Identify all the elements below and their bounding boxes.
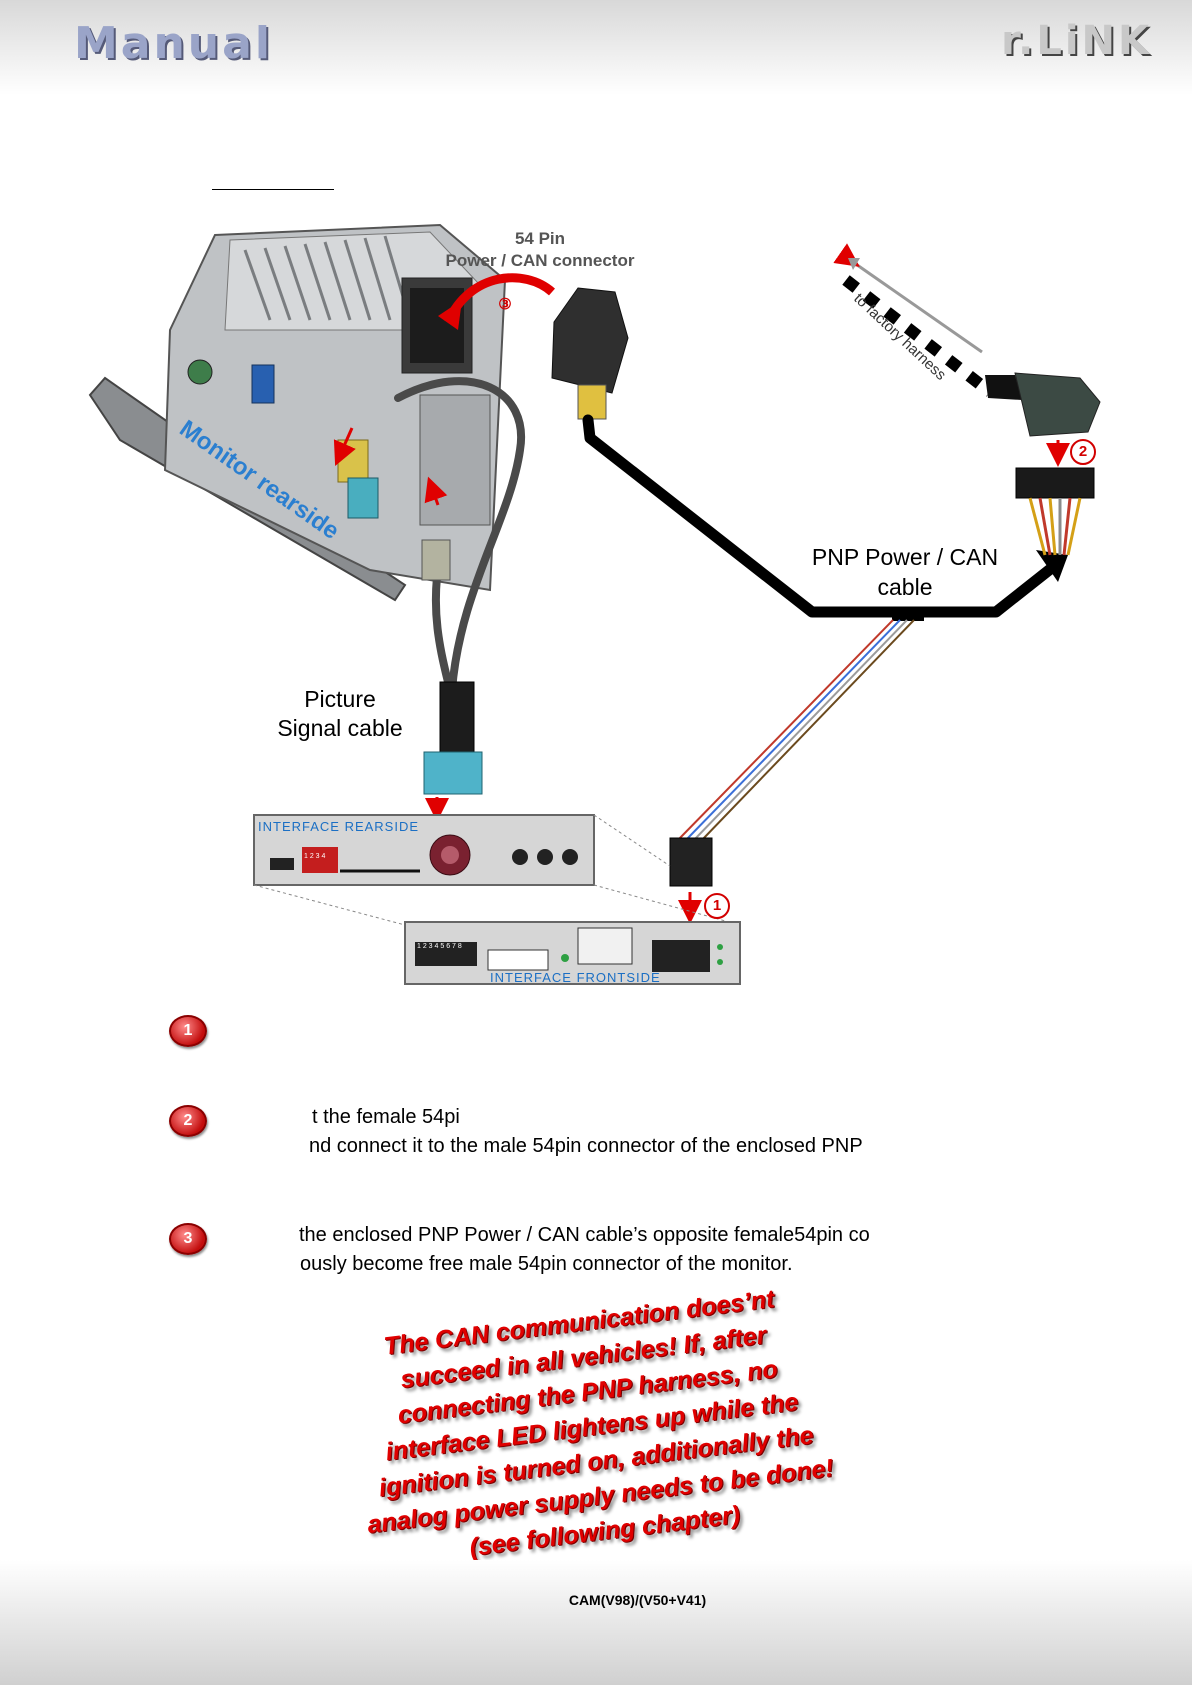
dip-rear-numbers: 1 2 3 4 [304, 853, 326, 860]
step-3-line-2: ously become free male 54pin connector o… [300, 1253, 793, 1275]
header-band [0, 0, 1192, 95]
connector-54pin-label: 54 Pin Power / CAN connector [445, 229, 635, 270]
step-3-line-1: the enclosed PNP Power / CAN cable’s opp… [299, 1224, 870, 1246]
section-title-underline [212, 189, 334, 190]
monitor-unit-image [88, 223, 507, 602]
callout-1-diagram-badge: 1 [704, 893, 730, 919]
step-2-badge: 2 [169, 1105, 207, 1137]
interface-rearside-label: INTERFACE REARSIDE [258, 819, 420, 834]
step-3-badge: 3 [169, 1223, 207, 1255]
fakra-plug-yellow [421, 539, 451, 581]
picture-cable-sleeve [439, 681, 475, 753]
footer-band [0, 1560, 1192, 1685]
step-2-line-2: nd connect it to the male 54pin connecto… [309, 1135, 863, 1157]
interface-frontside-label: INTERFACE FRONTSIDE [490, 970, 661, 985]
interface-frontside-box [404, 921, 741, 985]
callout-3-badge-diagram: ③ [498, 296, 511, 313]
callout-2-diagram-badge: 2 [1070, 439, 1096, 465]
factory-harness [833, 243, 1101, 556]
fakra-plug-blue [423, 751, 483, 795]
54pin-female-connector [551, 287, 629, 420]
step-1-badge: 1 [169, 1015, 207, 1047]
picture-signal-cable-label: Picture Signal cable [277, 686, 403, 741]
step-2-line-1: t the female 54pi [312, 1106, 460, 1128]
pnp-interface-plug [669, 837, 713, 887]
interface-rearside-box [253, 814, 595, 886]
manual-logo: Manual [74, 18, 273, 69]
pnp-cable-label: PNP Power / CAN cable [811, 544, 999, 600]
dip-front-numbers: 1 2 3 4 5 6 7 8 [417, 943, 462, 950]
footer-product-code: CAM(V98)/(V50+V41) [568, 1592, 707, 1608]
pnp-power-can-cable [582, 414, 1064, 618]
rlink-logo: r.LiNK [1001, 18, 1152, 64]
pnp-thin-wires [677, 619, 915, 841]
